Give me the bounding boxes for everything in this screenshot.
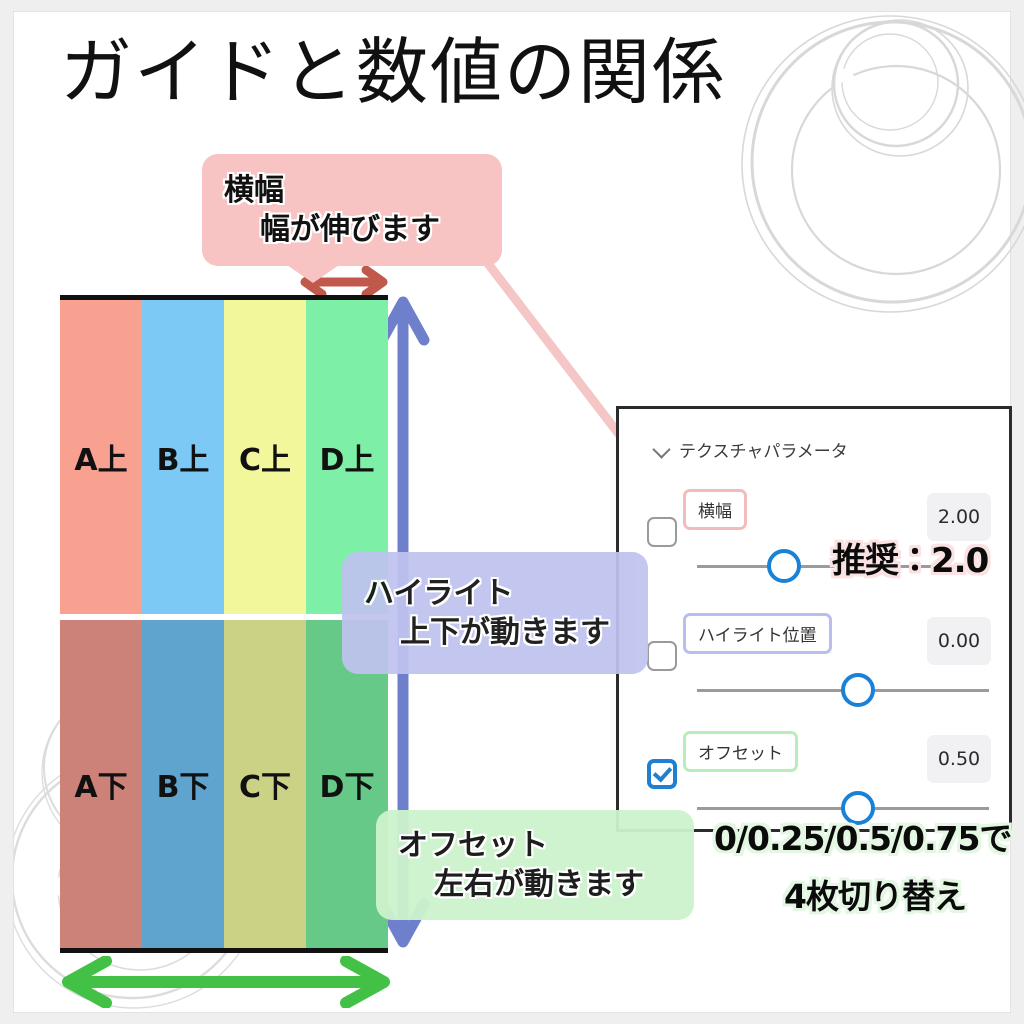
param-checkbox-highlight[interactable] <box>647 641 677 671</box>
callout-width-line2: 幅が伸びます <box>260 212 440 247</box>
callout-offset-line1: オフセット <box>398 828 548 863</box>
grid-lower-row: A下 B下 C下 D下 <box>60 620 388 948</box>
grid-cell-b-upper: B上 <box>142 300 224 614</box>
param-slider-knob-highlight[interactable] <box>841 673 875 707</box>
grid-cell-c-upper: C上 <box>224 300 306 614</box>
grid-cell-c-lower: C下 <box>224 620 306 948</box>
grid-cell-b-lower: B下 <box>142 620 224 948</box>
param-value-width[interactable]: 2.00 <box>927 493 991 541</box>
highlight-divider-line <box>60 614 388 620</box>
param-label-offset: オフセット <box>683 731 798 772</box>
grid-cell-a-upper: A上 <box>60 300 142 614</box>
grid-cell-label: A上 <box>74 443 128 478</box>
callout-highlight-line2: 上下が動きます <box>400 615 610 650</box>
callout-offset: オフセット 左右が動きます <box>376 810 694 920</box>
annotation-offset-switching: 4枚切り替え <box>784 877 967 916</box>
grid-cell-label: B下 <box>156 770 210 805</box>
param-slider-knob-width[interactable] <box>767 549 801 583</box>
grid-cell-label: C上 <box>238 443 292 478</box>
panel-title: テクスチャパラメータ <box>679 442 848 462</box>
content-card: ガイドと数値の関係 <box>14 12 1024 1012</box>
callout-width: 横幅 幅が伸びます <box>202 154 502 283</box>
page-title: ガイドと数値の関係 <box>60 30 727 114</box>
callout-highlight: ハイライト 上下が動きます <box>342 552 648 674</box>
texture-parameter-panel: テクスチャパラメータ 横幅 2.00 ハイライト位置 0.00 オフセット 0.… <box>616 406 1012 832</box>
callout-highlight-line1: ハイライト <box>364 576 514 611</box>
param-label-highlight: ハイライト位置 <box>683 613 832 654</box>
grid-cell-label: B上 <box>156 443 210 478</box>
grid-upper-row: A上 B上 C上 D上 <box>60 300 388 614</box>
grid-cell-d-lower: D下 <box>306 620 388 948</box>
param-value-highlight[interactable]: 0.00 <box>927 617 991 665</box>
param-slider-knob-offset[interactable] <box>841 791 875 825</box>
decorative-circles-top-right <box>741 15 1024 313</box>
param-checkbox-width[interactable] <box>647 517 677 547</box>
callout-offset-line2: 左右が動きます <box>434 867 644 902</box>
grid-bottom-rule <box>60 948 388 953</box>
grid-cell-label: D下 <box>319 770 375 805</box>
param-slider-track-width[interactable] <box>697 565 989 568</box>
annotation-offset-values: 0/0.25/0.5/0.75で <box>714 819 1012 858</box>
chevron-down-icon[interactable] <box>652 440 671 459</box>
param-row-highlight: ハイライト位置 0.00 <box>619 591 1009 709</box>
annotation-recommended-width: 推奨：2.0 <box>832 541 989 581</box>
callout-width-line1: 横幅 <box>224 173 284 208</box>
grid-cell-label: C下 <box>238 770 292 805</box>
grid-top-rule <box>60 295 388 300</box>
param-row-width: 横幅 2.00 <box>619 467 1009 585</box>
param-checkbox-offset[interactable] <box>647 759 677 789</box>
grid-cell-label: D上 <box>319 443 375 478</box>
grid-cell-a-lower: A下 <box>60 620 142 948</box>
texture-preview-grid: A上 B上 C上 D上 A下 B下 C下 D下 <box>60 295 388 953</box>
param-label-width: 横幅 <box>683 489 747 530</box>
callout-width-tail <box>287 265 339 283</box>
param-value-offset[interactable]: 0.50 <box>927 735 991 783</box>
offset-arrow-icon <box>62 956 390 1008</box>
param-row-offset: オフセット 0.50 <box>619 709 1009 827</box>
grid-cell-label: A下 <box>74 770 128 805</box>
